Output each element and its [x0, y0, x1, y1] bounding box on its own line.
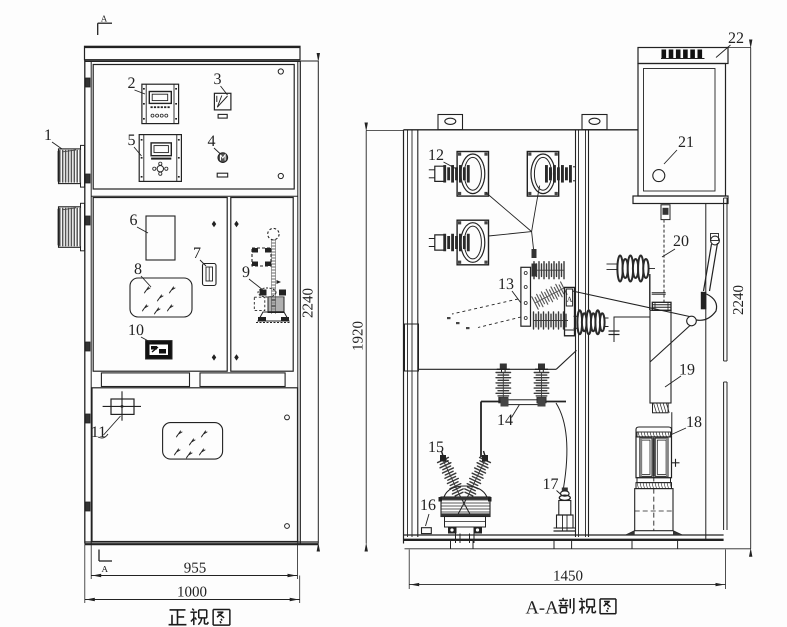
svg-text:2240: 2240 — [301, 288, 317, 318]
svg-text:9: 9 — [242, 264, 250, 281]
svg-text:1: 1 — [44, 127, 52, 144]
svg-text:1450: 1450 — [553, 569, 583, 585]
svg-text:2240: 2240 — [731, 285, 747, 315]
svg-text:21: 21 — [678, 134, 694, 151]
svg-text:1920: 1920 — [351, 321, 367, 351]
svg-text:13: 13 — [498, 276, 514, 293]
svg-text:16: 16 — [420, 497, 436, 514]
svg-text:10: 10 — [128, 322, 144, 339]
svg-text:22: 22 — [728, 30, 744, 47]
svg-text:15: 15 — [428, 439, 444, 456]
svg-text:19: 19 — [679, 362, 695, 379]
svg-text:3: 3 — [214, 71, 222, 88]
svg-text:5: 5 — [128, 132, 136, 149]
svg-text:18: 18 — [686, 414, 702, 431]
svg-text:A: A — [101, 14, 108, 24]
svg-text:2: 2 — [128, 75, 136, 92]
svg-text:7: 7 — [193, 245, 201, 262]
svg-text:20: 20 — [673, 233, 689, 250]
svg-text:955: 955 — [184, 561, 207, 577]
svg-text:A: A — [102, 564, 109, 574]
svg-text:17: 17 — [543, 476, 559, 493]
svg-text:A-A: A-A — [526, 599, 560, 619]
svg-text:A: A — [567, 295, 573, 304]
svg-text:12: 12 — [428, 147, 444, 164]
svg-text:8: 8 — [134, 261, 142, 278]
svg-text:11: 11 — [91, 424, 106, 441]
svg-text:4: 4 — [208, 133, 216, 150]
svg-text:14: 14 — [497, 412, 513, 429]
svg-text:1000: 1000 — [177, 585, 207, 601]
svg-text:6: 6 — [130, 212, 138, 229]
